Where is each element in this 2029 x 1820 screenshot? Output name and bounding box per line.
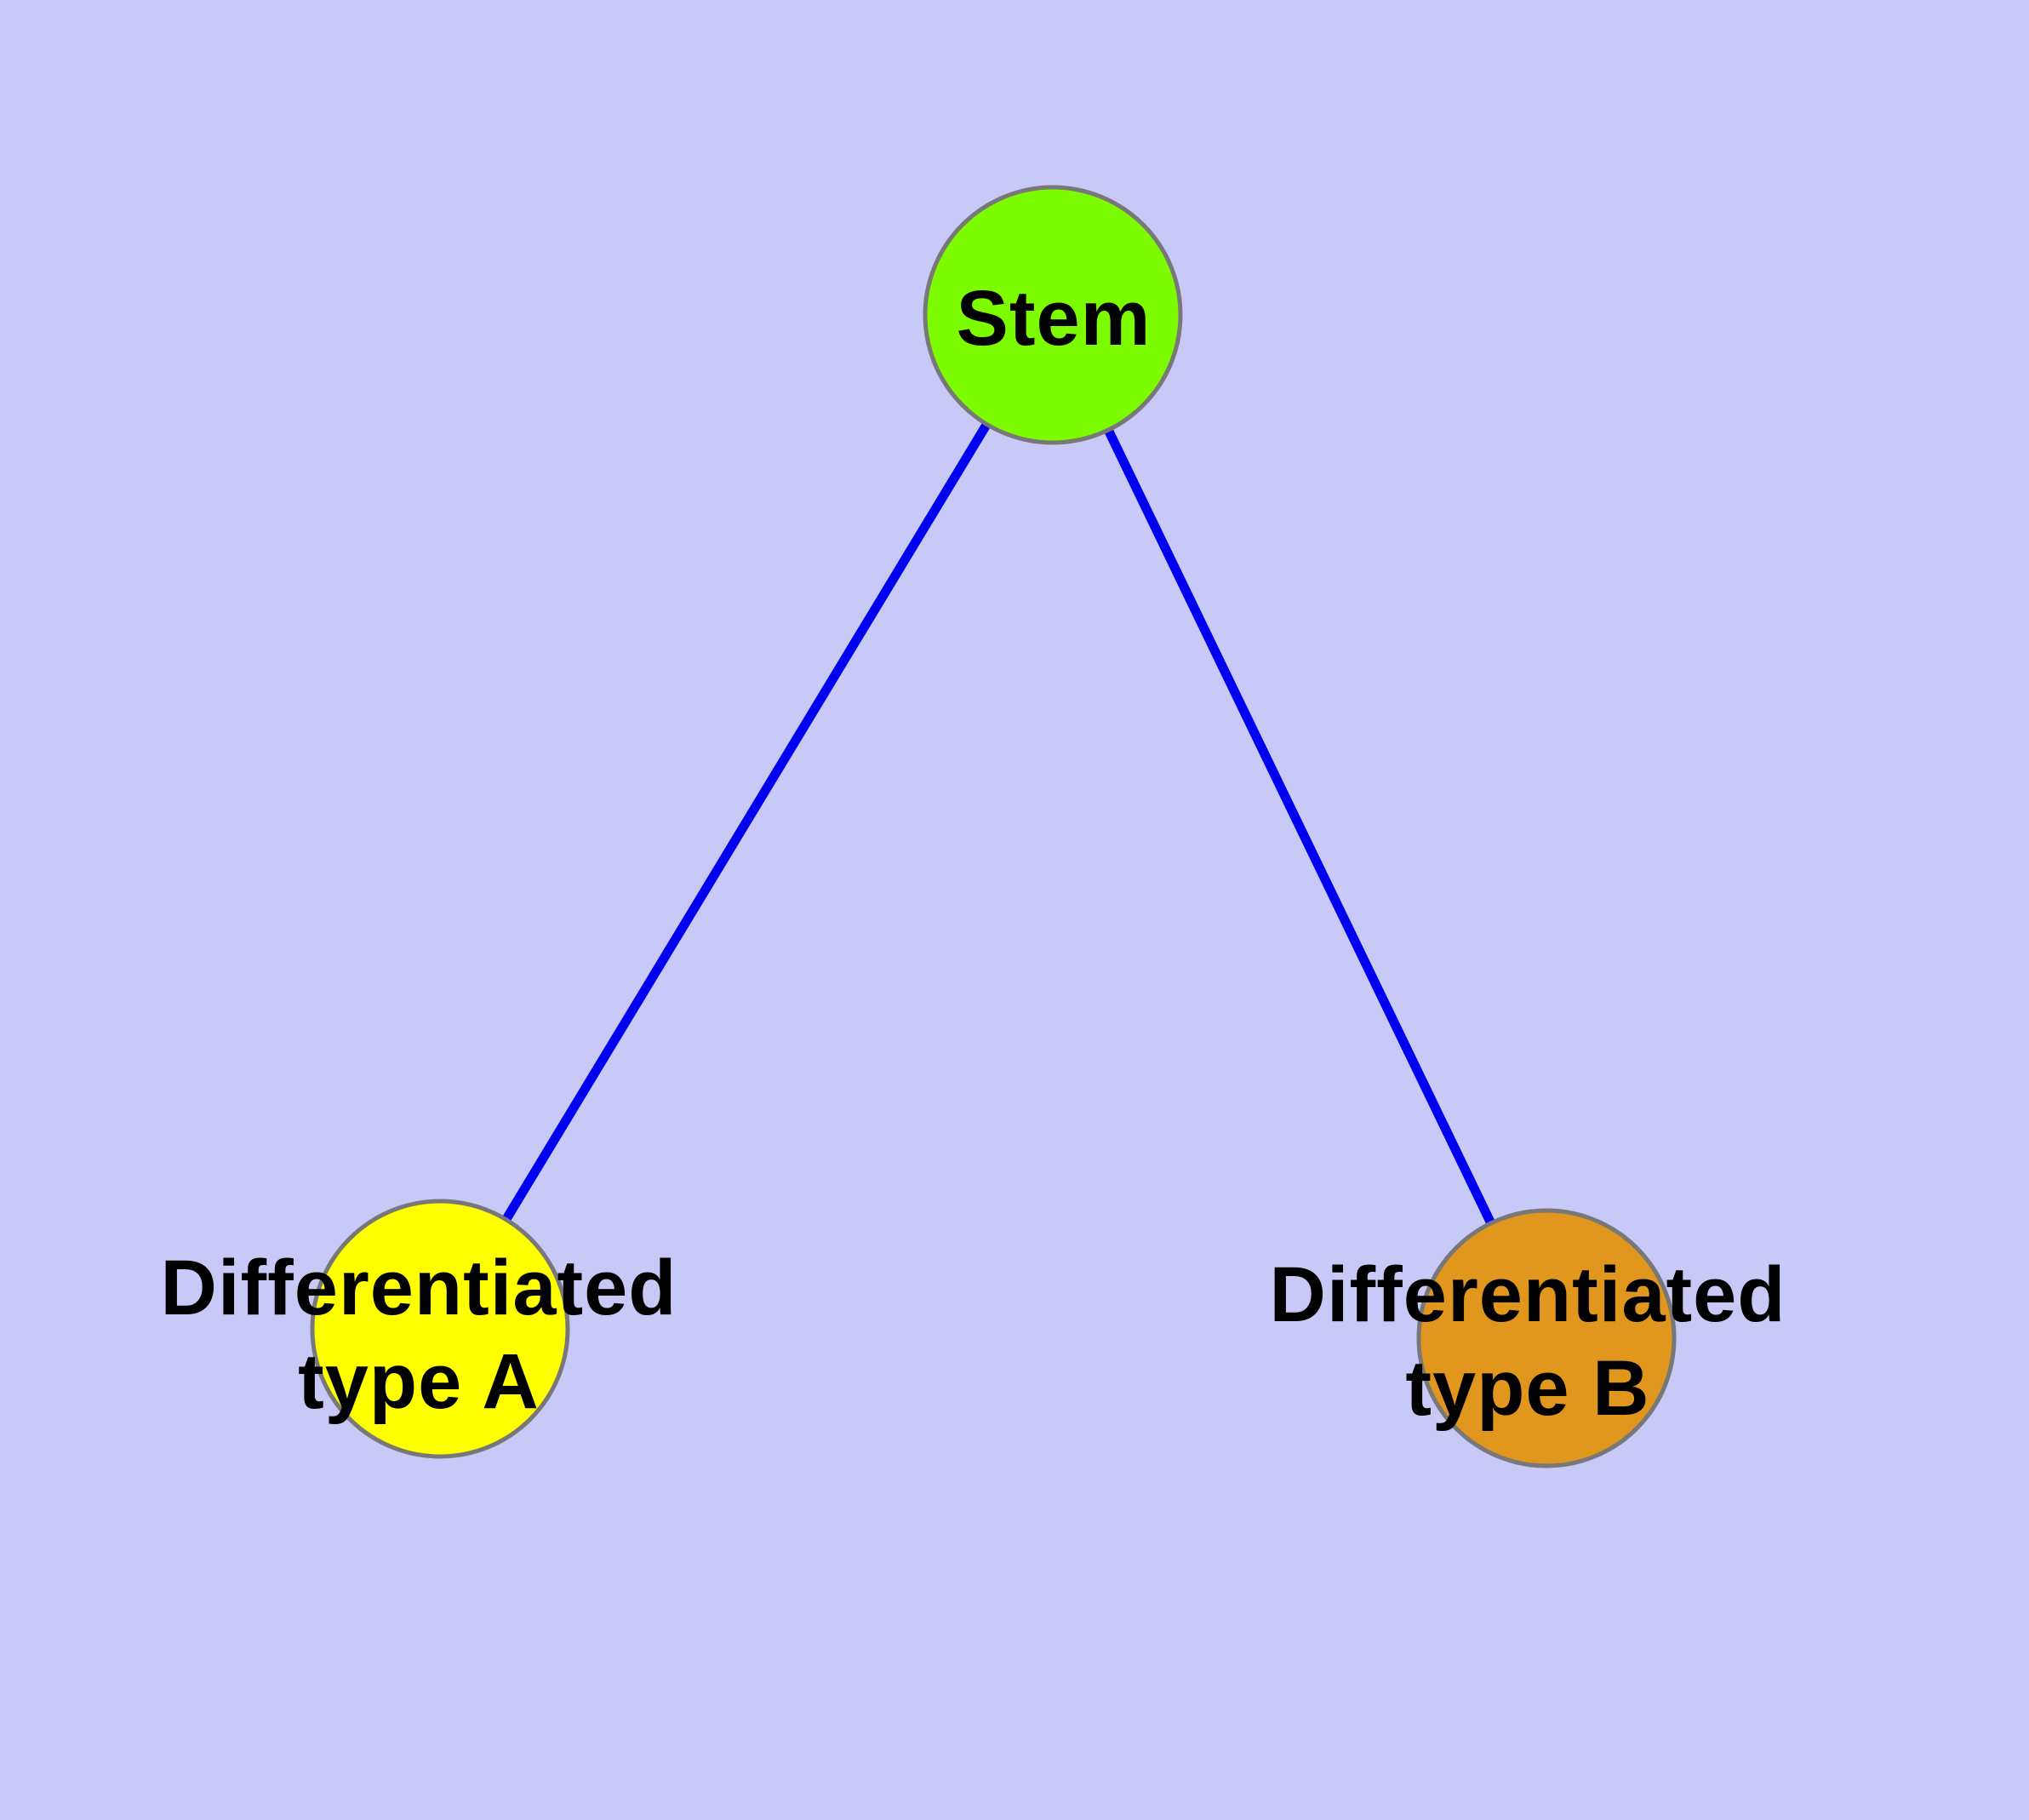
node-stem-circle [923,185,1183,445]
node-stem-label: Stem [957,272,1152,365]
edge-stem-to-type-a [436,312,1057,1331]
node-type-b-label-line2: type B [1405,1345,1650,1432]
node-type-b-label-line1: Differentiated [1269,1251,1786,1338]
node-stem-label-text: Stem [956,275,1152,362]
node-type-a-label-line1: Differentiated [160,1245,677,1331]
node-type-b-label: Differentiated type B [1270,1248,1786,1435]
node-type-a-label: Differentiated type A [161,1241,677,1428]
node-type-a-label-line2: type A [298,1338,540,1425]
edge-stem-to-type-b [1049,312,1551,1341]
node-type-b-circle [1416,1208,1677,1468]
node-type-a-circle [310,1199,570,1459]
